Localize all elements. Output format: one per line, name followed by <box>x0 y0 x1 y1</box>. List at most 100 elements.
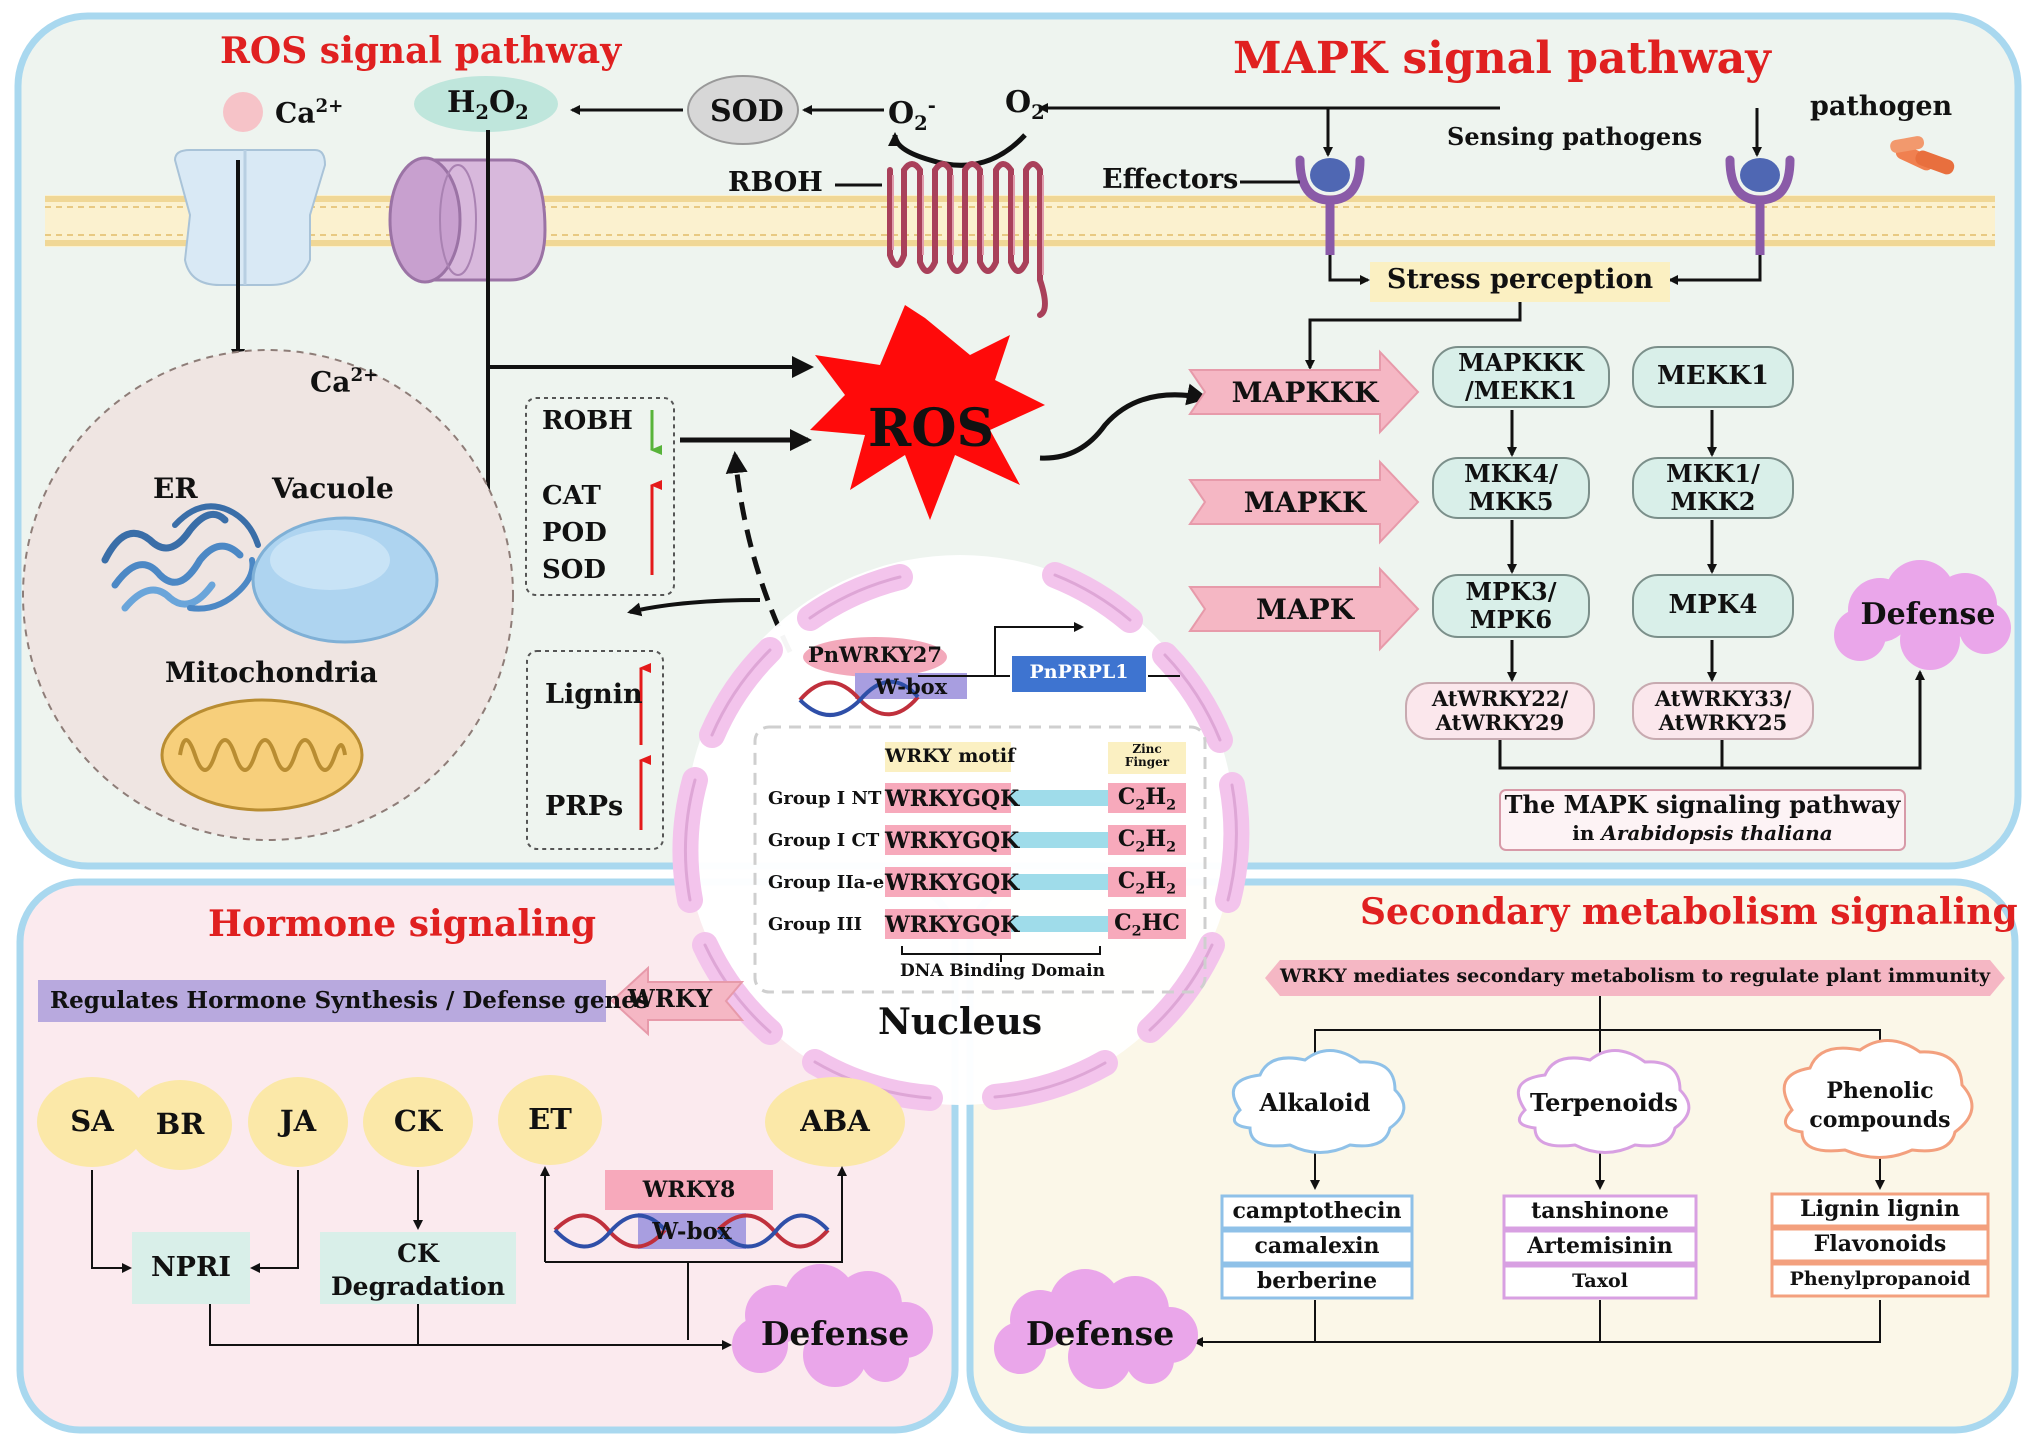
hormone-defense-label: Defense <box>760 1314 910 1353</box>
bacteria-icon <box>1890 136 1955 175</box>
node-mpk4: MPK4 <box>1632 574 1794 638</box>
superoxide-label: O2- <box>888 94 936 135</box>
alkaloid-item-3: berberine <box>1256 1268 1378 1294</box>
ros-burst <box>810 305 1045 520</box>
calcium-label-top: Ca2+ <box>275 96 344 130</box>
ck-degradation-box <box>320 1232 516 1304</box>
receptor-left <box>1295 155 1365 255</box>
node-mpk3-mpk6: MPK3/ MPK6 <box>1432 574 1590 638</box>
terpenoid-item-1: tanshinone <box>1531 1198 1669 1224</box>
group-name-1: Group I NT <box>768 788 882 809</box>
h2o2-channel <box>388 156 547 284</box>
group-motif-2: WRKYGQK <box>885 828 1020 854</box>
pnwrky27-label: PnWRKY27 <box>808 642 942 667</box>
hormone-aba: ABA <box>800 1104 870 1138</box>
hormone-panel-title: Hormone signaling <box>208 903 597 945</box>
wrky-arrow <box>610 965 745 1037</box>
dna-helix-nucleus <box>798 679 920 717</box>
hormone-et: ET <box>528 1102 572 1136</box>
cell-membrane <box>45 195 1995 247</box>
lignin-label: Lignin <box>545 679 643 710</box>
phenolic-cloud <box>1782 1039 1974 1159</box>
regulates-label: Regulates Hormone Synthesis / Defense ge… <box>50 987 649 1014</box>
group-name-2: Group I CT <box>768 830 880 851</box>
oxygen-label: O2 <box>1005 85 1045 124</box>
secondary-banner-label: WRKY mediates secondary metabolism to re… <box>1280 965 1991 987</box>
stress-perception-label: Stress perception <box>1386 264 1654 295</box>
node-atwrky33-25: AtWRKY33/ AtWRKY25 <box>1632 682 1814 740</box>
wrky-domain-table <box>753 725 1207 994</box>
vacuole-icon <box>251 516 439 644</box>
dna-binding-domain-label: DNA Binding Domain <box>900 961 1105 981</box>
wrky8-label: WRKY8 <box>642 1177 736 1203</box>
mapk-tier-arrows <box>1188 349 1420 652</box>
mitochondria-icon <box>160 698 364 812</box>
rboh-label: RBOH <box>728 167 823 198</box>
wbox-hormone-label: W-box <box>652 1218 732 1245</box>
sod-oval <box>687 75 799 145</box>
h2o2-label: H2O2 <box>447 85 529 124</box>
prps-label: PRPs <box>545 791 624 822</box>
secondary-panel-title: Secondary metabolism signaling <box>1360 891 2018 933</box>
defense-cloud-hormone <box>732 1264 933 1387</box>
tier-mapkk: MAPKK <box>1243 486 1367 519</box>
node-mekk1: MEKK1 <box>1632 346 1794 408</box>
group-zf-1: C2H2 <box>1117 784 1177 814</box>
ros-burst-label: ROS <box>868 398 995 459</box>
group-zf-3: C2H2 <box>1117 868 1177 898</box>
pod-label: POD <box>542 518 607 548</box>
node-atwrky22-29: AtWRKY22/ AtWRKY29 <box>1405 682 1595 740</box>
dna-helix-hormone <box>553 1213 830 1249</box>
mapk-panel-title: MAPK signal pathway <box>1233 33 1771 84</box>
mapk-caption-line2: in Arabidopsis thaliana <box>1572 821 1833 845</box>
mapk-caption-line1: The MAPK signaling pathway <box>1504 790 1901 819</box>
er-icon <box>101 503 261 612</box>
terpenoid-item-2: Artemisinin <box>1527 1233 1673 1259</box>
node-mapkkk-mekk1: MAPKKK /MEKK1 <box>1432 346 1610 408</box>
pnprpl1-label: PnPRPL1 <box>1029 661 1129 683</box>
rboh-protein <box>887 161 1048 318</box>
mitochondria-label: Mitochondria <box>165 656 378 689</box>
enzyme-box <box>525 397 675 596</box>
calcium-channel <box>173 149 327 286</box>
class-terpenoids: Terpenoids <box>1530 1088 1678 1117</box>
class-phenolic: Phenolic compounds <box>1809 1078 1951 1133</box>
er-label: ER <box>153 472 198 505</box>
alkaloid-cloud <box>1231 1049 1406 1154</box>
h2o2-oval <box>414 76 558 132</box>
calcium-label-bottom: Ca2+ <box>310 365 379 399</box>
wrky-motif-header: WRKY motif <box>885 745 1016 767</box>
secondary-defense-label: Defense <box>1025 1314 1175 1353</box>
hormone-br: BR <box>155 1107 205 1141</box>
vacuole-label: Vacuole <box>272 472 394 505</box>
wrky-domain-rows <box>885 783 1186 939</box>
ros-panel-title: ROS signal pathway <box>220 30 622 72</box>
hormone-sa: SA <box>70 1104 114 1138</box>
secondary-banner <box>1265 960 2005 996</box>
group-zf-4: C2HC <box>1114 910 1180 940</box>
calcium-ion-dot <box>223 92 263 132</box>
cat-label: CAT <box>542 481 601 511</box>
npri-label: NPRI <box>150 1252 232 1283</box>
sensing-label: Sensing pathogens <box>1447 122 1703 151</box>
alkaloid-item-2: camalexin <box>1254 1233 1380 1259</box>
hormone-ovals <box>37 1075 905 1170</box>
hormone-ja: JA <box>279 1104 317 1138</box>
wbox-nucleus-label: W-box <box>874 674 948 699</box>
pathogen-label: pathogen <box>1810 91 1953 122</box>
class-alkaloid: Alkaloid <box>1259 1088 1371 1117</box>
robh-label: ROBH <box>542 406 633 436</box>
group-name-4: Group III <box>768 914 863 935</box>
stress-box-bg <box>1370 262 1670 302</box>
sod-label: SOD <box>710 94 784 129</box>
mapk-defense-label: Defense <box>1860 597 1996 632</box>
terpenoid-item-3: Taxol <box>1572 1270 1628 1292</box>
tier-mapk: MAPK <box>1255 593 1355 626</box>
group-motif-1: WRKYGQK <box>885 786 1020 812</box>
defense-cloud-secondary <box>994 1269 1198 1389</box>
tier-mapkkk: MAPKKK <box>1231 376 1379 409</box>
wrky-arrow-label: WRKY <box>627 984 713 1013</box>
